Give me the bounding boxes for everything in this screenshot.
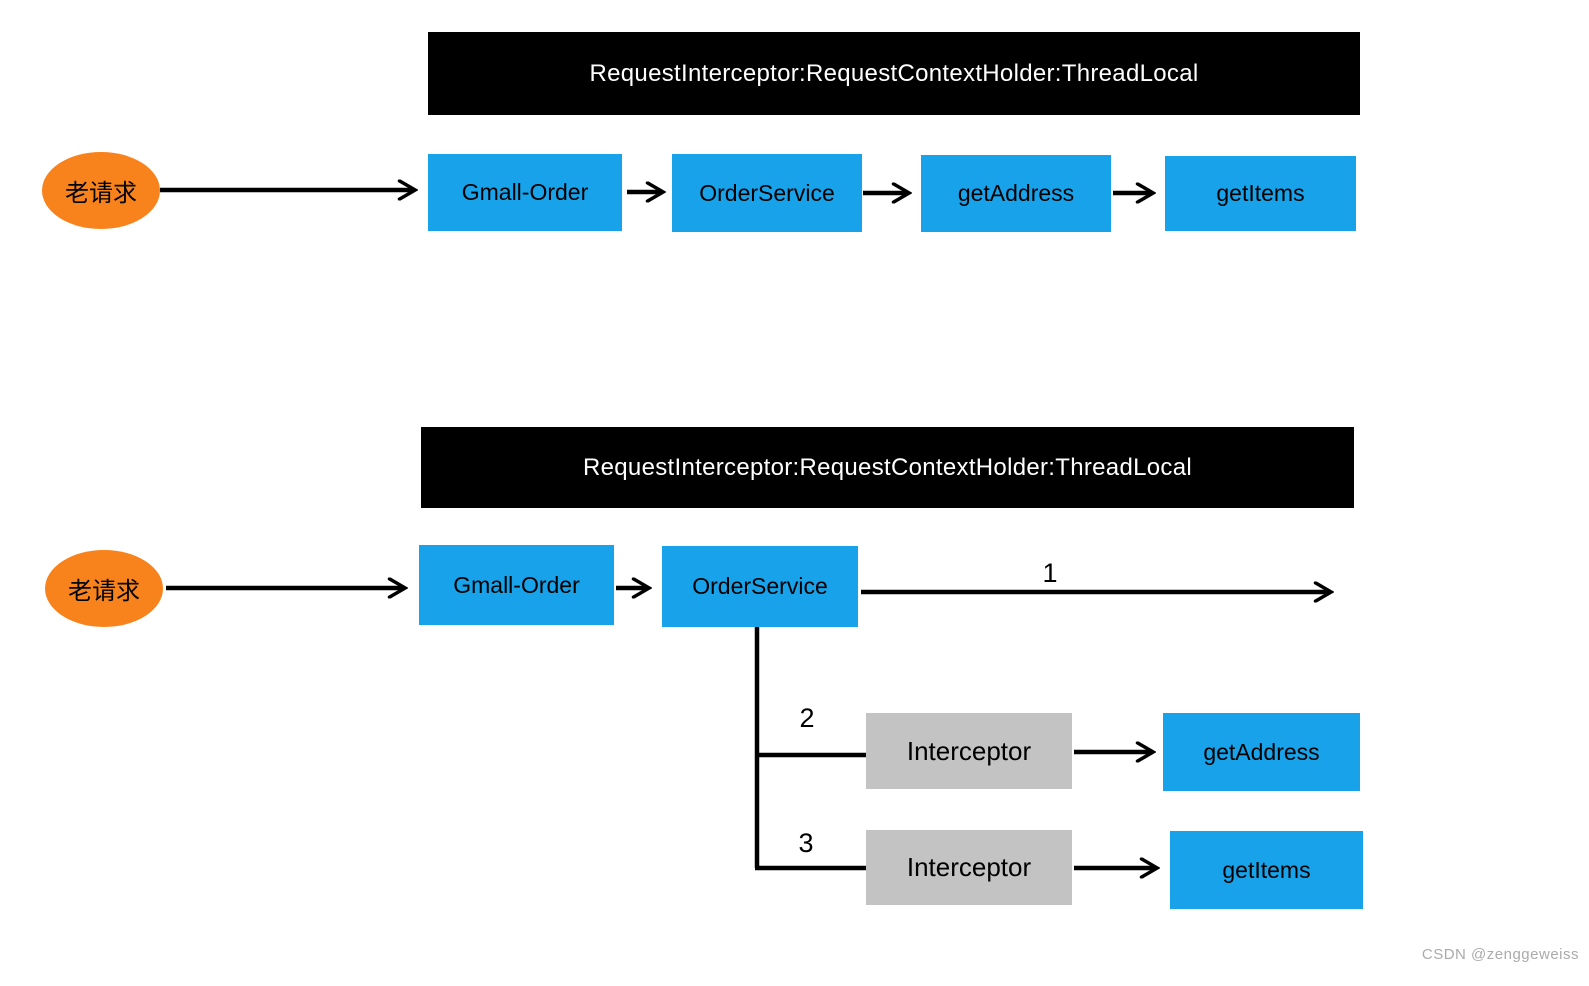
node-order-service-2: OrderService xyxy=(662,546,858,627)
old-request-ellipse-1: 老请求 xyxy=(42,152,160,229)
threadlocal-header-1: RequestInterceptor:RequestContextHolder:… xyxy=(428,32,1360,115)
node-get-address-2: getAddress xyxy=(1163,713,1360,791)
threadlocal-header-2: RequestInterceptor:RequestContextHolder:… xyxy=(421,427,1354,508)
node-interceptor-a: Interceptor xyxy=(866,713,1072,789)
node-gmall-order-2: Gmall-Order xyxy=(419,545,614,625)
branch-label-2: 2 xyxy=(799,703,815,733)
node-get-items-1: getItems xyxy=(1165,156,1356,231)
node-gmall-order-1: Gmall-Order xyxy=(428,154,622,231)
node-get-address-1: getAddress xyxy=(921,155,1111,232)
branch-label-3: 3 xyxy=(798,828,814,858)
branch-label-1: 1 xyxy=(1042,558,1058,588)
old-request-ellipse-2: 老请求 xyxy=(45,550,163,627)
node-get-items-2: getItems xyxy=(1170,831,1363,909)
node-interceptor-b: Interceptor xyxy=(866,830,1072,905)
csdn-watermark: CSDN @zenggeweiss xyxy=(1421,946,1579,963)
node-order-service-1: OrderService xyxy=(672,154,862,232)
